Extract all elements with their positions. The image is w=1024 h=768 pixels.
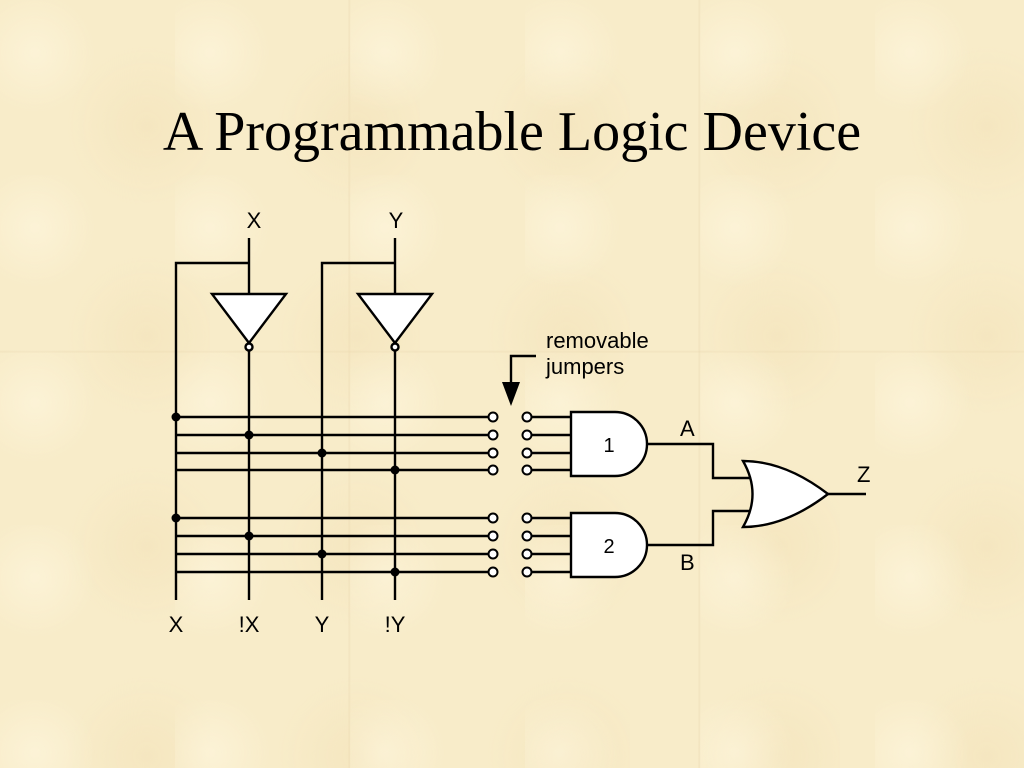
removable-jumper-terminals <box>487 411 533 578</box>
output-label-b: B <box>680 550 695 575</box>
y-inverter-gate <box>355 292 435 352</box>
product-term-lines <box>176 415 488 574</box>
jumper-label-line1: removable <box>546 328 649 353</box>
and-gate-1-label: 1 <box>603 435 614 457</box>
jumper-pointer-arrow <box>502 354 536 406</box>
and-to-or-wires <box>647 442 752 547</box>
and-gate-input-lines <box>532 415 571 574</box>
output-label-a: A <box>680 416 695 441</box>
and-gate-2-label: 2 <box>603 536 614 558</box>
connection-dots <box>171 412 400 577</box>
x-input-wiring <box>174 238 251 600</box>
column-label-x: X <box>169 612 184 637</box>
column-label-not-y: !Y <box>385 612 406 637</box>
and-gate-2: 2 <box>569 511 649 579</box>
or-gate <box>740 459 866 529</box>
y-input-wiring <box>320 238 397 600</box>
slide-title: A Programmable Logic Device <box>162 101 862 163</box>
x-inverter-gate <box>209 292 289 352</box>
column-label-y: Y <box>315 612 330 637</box>
output-label-z: Z <box>857 462 870 487</box>
input-label-y: Y <box>389 208 404 233</box>
input-label-x: X <box>247 208 262 233</box>
column-label-not-x: !X <box>239 612 260 637</box>
and-gate-1: 1 <box>569 410 649 478</box>
jumper-label-line2: jumpers <box>545 354 624 379</box>
